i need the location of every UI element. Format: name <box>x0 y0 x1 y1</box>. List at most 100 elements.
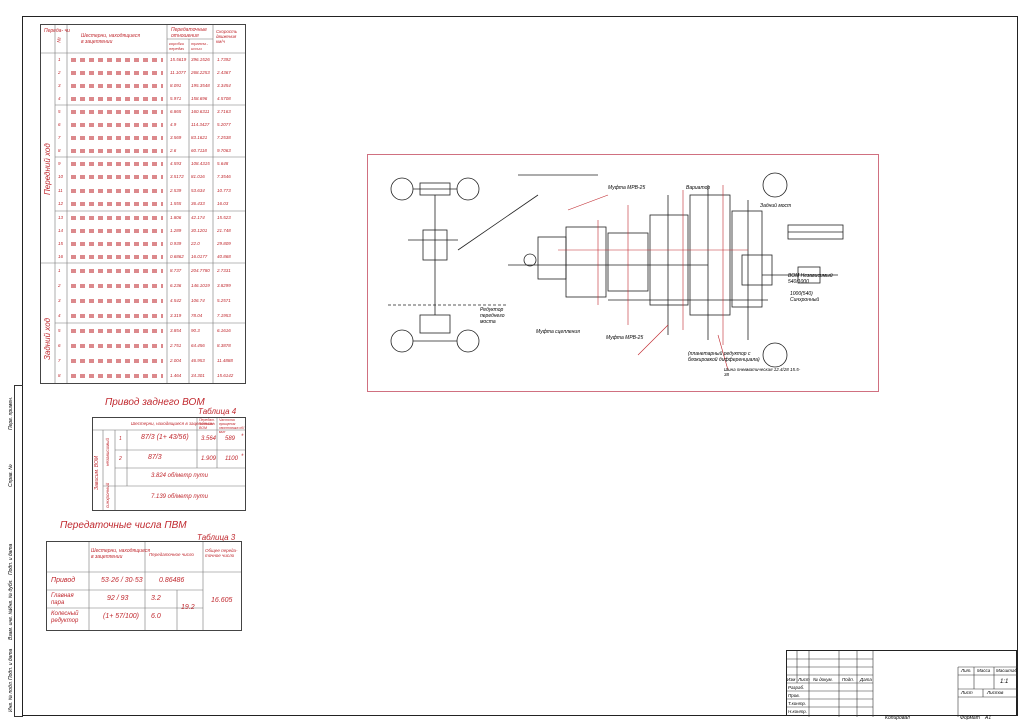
gear-row-ratio-box: 15.5619 <box>170 56 187 62</box>
gear-row-index: 7 <box>58 357 61 363</box>
gear-row-ratio-box: 8.737 <box>170 267 182 273</box>
gear-row-ratio-total: 114.3427 <box>191 121 210 127</box>
gear-row-formula <box>71 175 163 180</box>
gear-row-formula <box>71 241 163 246</box>
pto-row3: 3.824 об/метр пути <box>151 473 209 479</box>
gear-row-index: 5 <box>58 108 61 114</box>
gear-row-speed: 5.2571 <box>217 297 231 303</box>
gear-row-ratio-box: 8.091 <box>170 82 182 88</box>
pvm-grid <box>47 542 241 630</box>
gear-row-index: 15 <box>58 240 64 246</box>
stamp-lit: Лит. <box>961 668 972 673</box>
gear-row-speed: 2.7331 <box>217 267 231 273</box>
gear-row-formula <box>71 202 163 207</box>
gear-row-ratio-total: 64.456 <box>191 342 205 348</box>
format-label: Формат <box>960 715 980 721</box>
gear-row-index: 12 <box>58 201 64 207</box>
gear-row-speed: 11.4888 <box>217 357 233 363</box>
pto-row1-mark: * <box>241 434 244 440</box>
gear-table-header-index: № <box>56 37 63 43</box>
pto-grid <box>93 418 245 510</box>
stamp-col-date: Дата <box>860 677 872 682</box>
gear-row-ratio-total: 396.1526 <box>191 56 210 62</box>
gear-row-ratio-box: 4.9 <box>170 121 177 127</box>
gear-row-index: 13 <box>58 214 64 220</box>
gear-row-formula <box>71 298 163 303</box>
gear-row-speed: 21.748 <box>217 227 231 233</box>
pvm-table-number: Таблица 3 <box>197 533 236 542</box>
gear-row-ratio-box: 3.319 <box>170 312 182 318</box>
diagram-label-variator: Вариатор <box>686 185 711 191</box>
gear-row-ratio-total: 34.301 <box>191 372 205 378</box>
gear-row-formula <box>71 57 163 62</box>
gear-row-index: 4 <box>58 95 61 101</box>
gear-ratio-table: Переда- чи № Шестерни, находящиеся в зац… <box>40 24 246 384</box>
pto-title: Привод заднего ВОМ <box>105 397 205 408</box>
gear-row-formula <box>71 70 163 75</box>
pvm-row-value: 6.0 <box>151 613 161 620</box>
gear-row-speed: 1.7392 <box>217 56 231 62</box>
gear-row-speed: 5.648 <box>217 160 229 166</box>
pvm-row-formula: 92 / 93 <box>107 595 129 602</box>
pto-row4: 7.139 об/метр пути <box>151 494 209 500</box>
gear-row-formula <box>71 328 163 333</box>
gear-row-formula <box>71 373 163 378</box>
stamp-col-sign: Подп. <box>842 677 854 682</box>
gear-row-ratio-total: 30.1201 <box>191 227 208 233</box>
gear-row-ratio-total: 195.3548 <box>191 82 210 88</box>
pvm-row-name: Главная пара <box>51 593 74 606</box>
gear-row-ratio-box: 6.236 <box>170 282 182 288</box>
gear-row-formula <box>71 254 163 259</box>
drawing-frame <box>22 16 1018 716</box>
gear-row-speed: 16.03 <box>217 201 229 207</box>
pvm-row-name: Привод <box>51 577 76 584</box>
gear-row-speed: 2.4367 <box>217 69 231 75</box>
gear-row-ratio-box: 1.464 <box>170 372 182 378</box>
gear-row-speed: 3.7163 <box>217 108 231 114</box>
gear-row-ratio-total: 42.174 <box>191 214 205 220</box>
pvm-header-gears: Шестерни, находящиеся в зацеплении <box>91 548 150 560</box>
gear-row-ratio-total: 16.0177 <box>191 253 208 259</box>
gear-row-index: 14 <box>58 227 64 233</box>
gear-row-ratio-total: 22.0 <box>191 240 200 246</box>
pto-row1-speed: 589 <box>225 436 236 442</box>
gear-row-formula <box>71 83 163 88</box>
gear-row-formula <box>71 268 163 273</box>
stamp-sheets: Листов <box>987 690 1004 695</box>
gear-row-formula <box>71 188 163 193</box>
gear-row-ratio-box: 2.004 <box>170 357 182 363</box>
gear-table-header-ratios: Передаточные отношения <box>171 27 207 39</box>
diagram-label-planetary: (планетарный редуктор с блокировкой дифф… <box>688 351 760 363</box>
stamp-scale-label: Масштаб <box>996 668 1018 673</box>
pto-row2-speed: 1100 <box>225 456 238 462</box>
pvm-header-ratio: Передаточное число <box>149 552 194 557</box>
diagram-label-rear-axle: Задний мост <box>760 203 792 209</box>
kinematic-diagram: Вариатор Муфта сцепления Муфта МРВ-25 Му… <box>367 154 879 392</box>
stamp-row-ncontrol: Н.контр. <box>788 709 808 714</box>
gear-row-formula <box>71 109 163 114</box>
gear-row-ratio-total: 146.1019 <box>191 282 210 288</box>
gear-row-formula <box>71 96 163 101</box>
gear-row-index: 10 <box>58 174 64 180</box>
gear-row-index: 6 <box>58 121 61 127</box>
pvm-title: Передаточные числа ПВМ <box>60 520 187 531</box>
kinematic-scheme <box>388 172 844 371</box>
gear-row-index: 11 <box>58 187 63 193</box>
diagram-label-coupling-1: Муфта МРВ-25 <box>608 185 646 191</box>
gear-row-speed: 4.5708 <box>217 95 231 101</box>
gear-row-ratio-box: 0.6862 <box>170 253 184 259</box>
gear-row-formula <box>71 122 163 127</box>
diagram-label-pto: ВОМ Независимый 540/1000 <box>788 273 833 285</box>
gear-row-formula <box>71 148 163 153</box>
gear-row-index: 5 <box>58 327 61 333</box>
gear-row-speed: 5.2077 <box>217 121 231 127</box>
gear-row-formula <box>71 343 163 348</box>
pvm-total: 16.605 <box>211 597 233 604</box>
stamp-col-docnum: № докум. <box>813 677 833 682</box>
gear-row-ratio-total: 78.04 <box>191 312 203 318</box>
gear-row-ratio-box: 11.1077 <box>170 69 186 75</box>
stamp-row-checked: Пров. <box>788 693 800 698</box>
copied-label: Копировал <box>885 715 910 721</box>
gear-row-index: 2 <box>58 282 61 288</box>
gear-row-formula <box>71 135 163 140</box>
